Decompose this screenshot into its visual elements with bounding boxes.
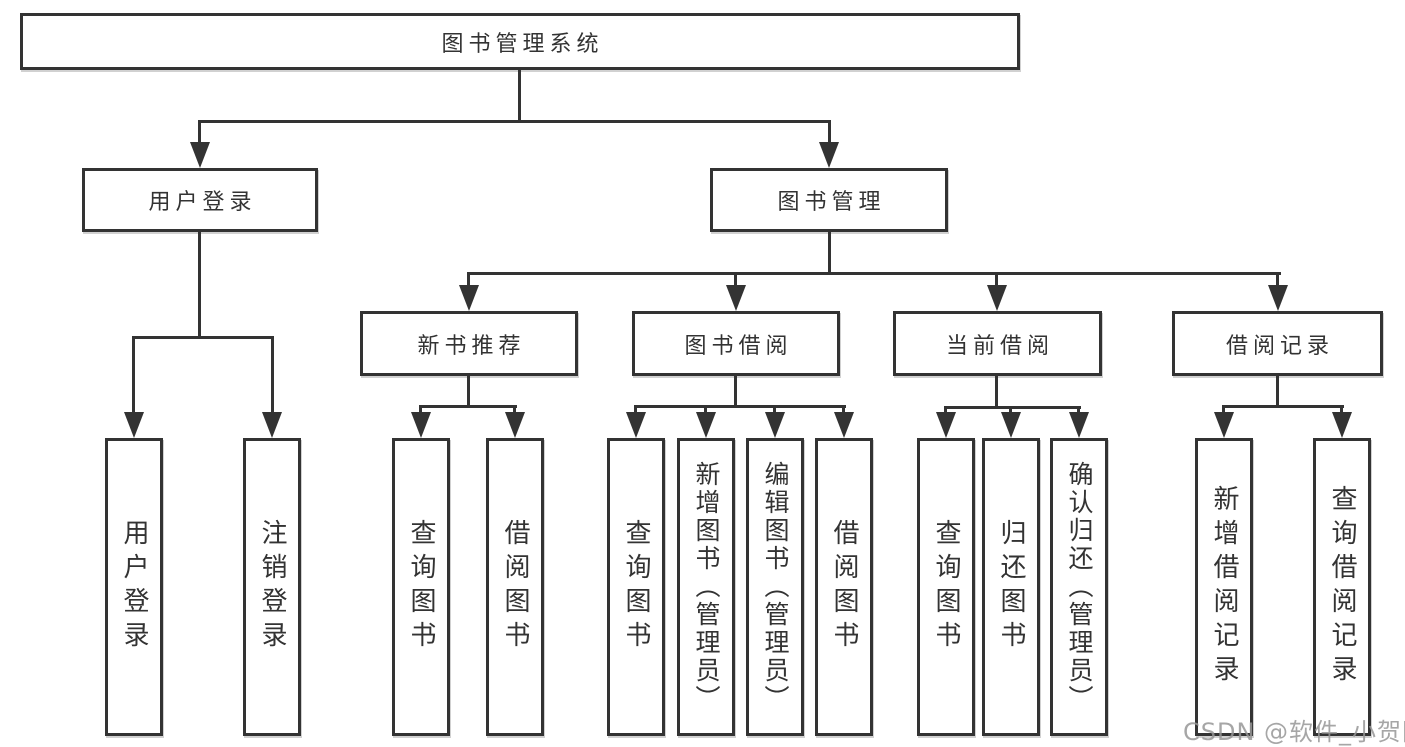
arrow-down-icon — [819, 142, 839, 168]
node-root-library-system: 图书管理系统 — [20, 13, 1020, 70]
arrow-down-icon — [411, 412, 431, 438]
node-current-borrowing: 当前借阅 — [893, 311, 1102, 376]
leaf-query-books-borrow: 查询图书 — [607, 438, 665, 736]
leaf-query-books-recommend: 查询图书 — [392, 438, 450, 736]
connector-line — [634, 405, 846, 408]
connector-line — [1276, 376, 1279, 405]
connector-line — [1009, 406, 1012, 415]
arrow-down-icon — [987, 285, 1007, 311]
connector-line — [271, 336, 274, 415]
arrow-down-icon — [190, 142, 210, 168]
leaf-query-borrow-record: 查询借阅记录 — [1313, 438, 1371, 736]
connector-line — [1222, 405, 1344, 408]
connector-line — [1340, 405, 1343, 415]
arrow-down-icon — [505, 412, 525, 438]
connector-line — [198, 120, 831, 123]
node-borrowing-records: 借阅记录 — [1172, 311, 1383, 376]
arrow-down-icon — [765, 412, 785, 438]
arrow-down-icon — [124, 412, 144, 438]
arrow-down-icon — [696, 412, 716, 438]
connector-line — [198, 232, 201, 336]
leaf-query-books-current: 查询图书 — [917, 438, 975, 736]
arrow-down-icon — [626, 412, 646, 438]
connector-line — [995, 376, 998, 406]
node-user-login: 用户登录 — [82, 168, 318, 232]
connector-line — [132, 336, 135, 415]
leaf-confirm-return-admin: 确认归还（管理员） — [1050, 438, 1108, 736]
arrow-down-icon — [726, 285, 746, 311]
leaf-add-book-admin: 新增图书（管理员） — [677, 438, 735, 736]
arrow-down-icon — [262, 412, 282, 438]
connector-line — [634, 405, 637, 415]
connector-line — [828, 232, 831, 272]
connector-line — [995, 272, 998, 288]
arrow-down-icon — [834, 412, 854, 438]
arrow-down-icon — [1332, 412, 1352, 438]
connector-line — [704, 405, 707, 415]
connector-line — [132, 336, 274, 339]
connector-line — [828, 120, 831, 145]
csdn-watermark: CSDN @软件_小贺同学 — [1183, 718, 1405, 746]
leaf-logout: 注销登录 — [243, 438, 301, 736]
leaf-add-borrow-record: 新增借阅记录 — [1195, 438, 1253, 736]
connector-line — [467, 272, 470, 288]
connector-line — [734, 272, 737, 288]
connector-line — [1077, 406, 1080, 415]
arrow-down-icon — [1268, 285, 1288, 311]
connector-line — [467, 272, 1281, 275]
arrow-down-icon — [1001, 412, 1021, 438]
connector-line — [419, 405, 422, 415]
connector-line — [773, 405, 776, 415]
connector-line — [419, 405, 517, 408]
connector-line — [518, 70, 521, 120]
node-book-management: 图书管理 — [710, 168, 948, 232]
leaf-borrow-books: 借阅图书 — [815, 438, 873, 736]
arrow-down-icon — [459, 285, 479, 311]
connector-line — [1222, 405, 1225, 415]
connector-line — [944, 406, 947, 415]
connector-line — [513, 405, 516, 415]
leaf-edit-book-admin: 编辑图书（管理员） — [746, 438, 804, 736]
leaf-borrow-books-recommend: 借阅图书 — [486, 438, 544, 736]
arrow-down-icon — [1069, 412, 1089, 438]
connector-line — [734, 376, 737, 405]
node-new-book-recommend: 新书推荐 — [360, 311, 578, 376]
arrow-down-icon — [1214, 412, 1234, 438]
connector-line — [842, 405, 845, 415]
arrow-down-icon — [936, 412, 956, 438]
node-book-borrowing: 图书借阅 — [632, 311, 840, 376]
connector-line — [944, 406, 1081, 409]
leaf-return-books: 归还图书 — [982, 438, 1040, 736]
connector-line — [1276, 272, 1279, 288]
connector-line — [198, 120, 201, 145]
connector-line — [467, 376, 470, 405]
leaf-user-login: 用户登录 — [105, 438, 163, 736]
